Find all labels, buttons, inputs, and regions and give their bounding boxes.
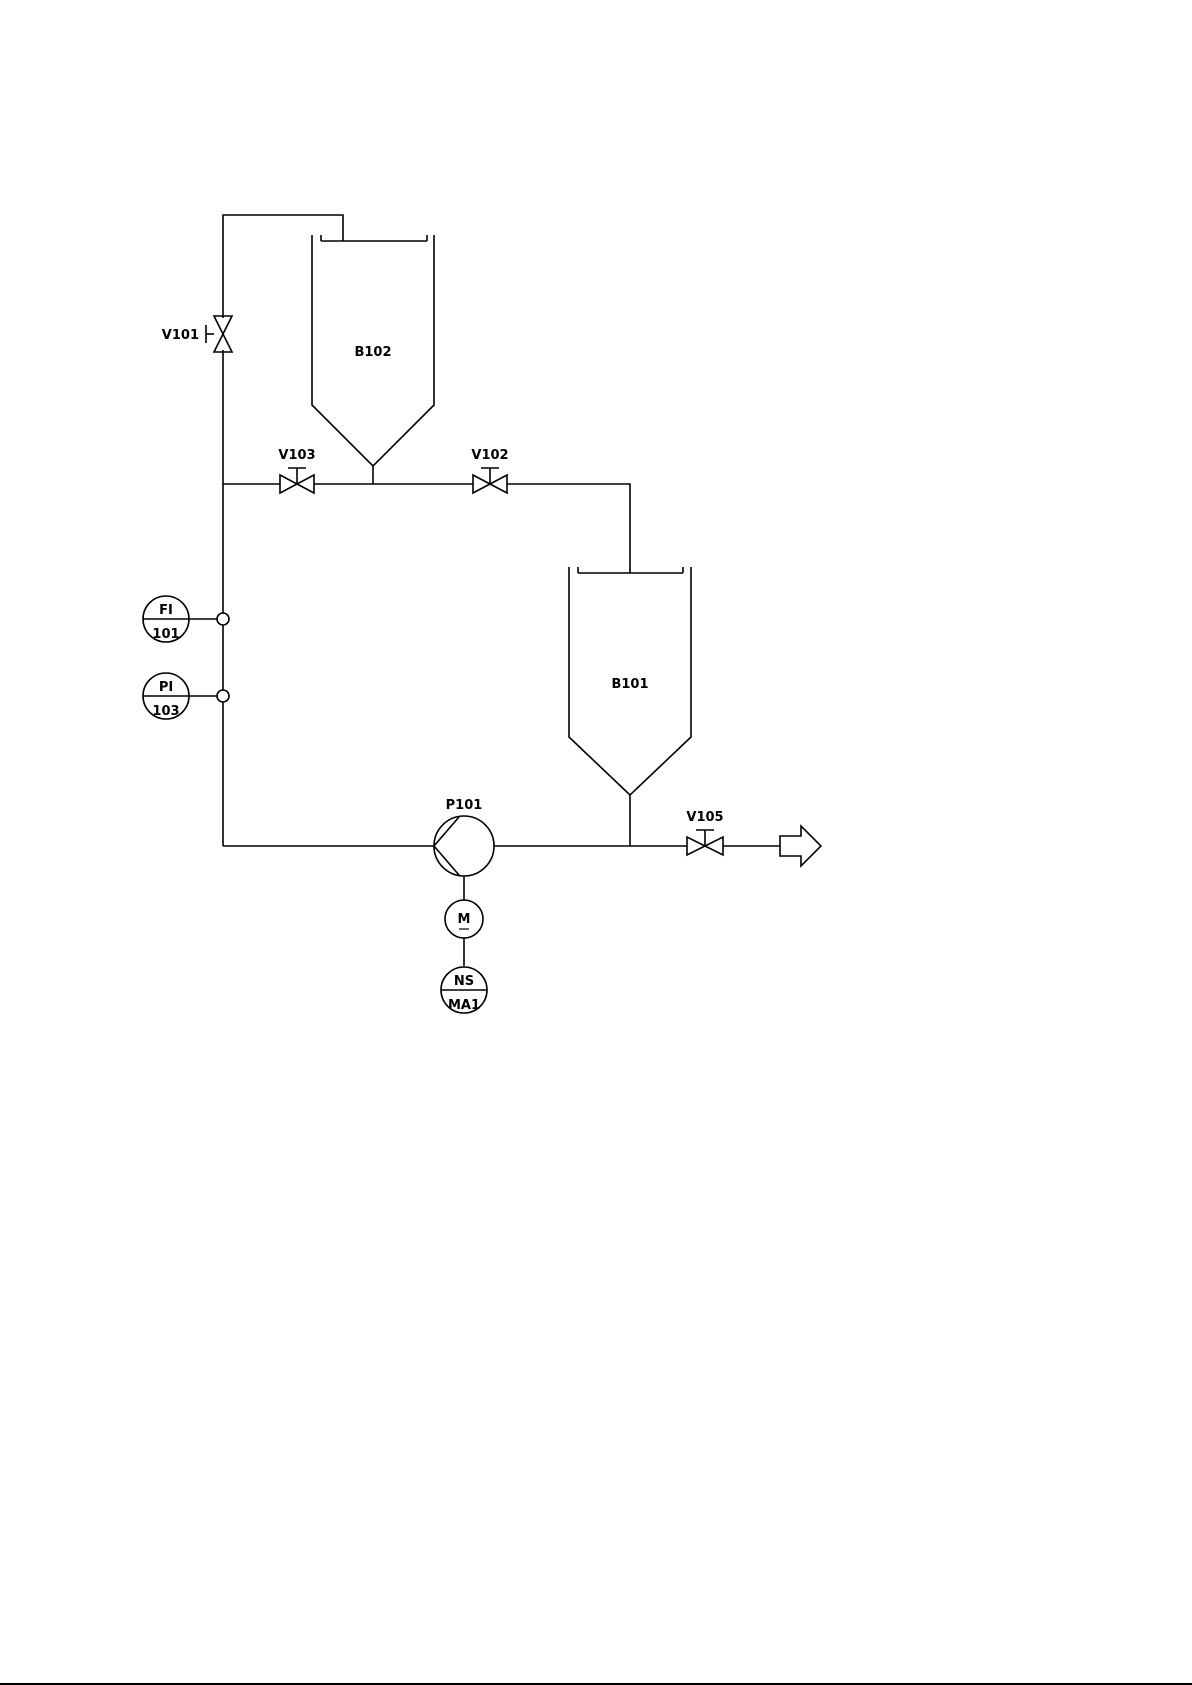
valve-v103-label: V103 [278, 448, 315, 463]
tank-b102-label: B102 [354, 345, 391, 360]
motor-label: M [458, 912, 471, 927]
instrument-ns-top: NS [454, 974, 474, 989]
tank-b101-label: B101 [611, 677, 648, 692]
instrument-pi-top: PI [159, 680, 173, 695]
valve-v102[interactable]: V102 [471, 448, 508, 493]
instrument-ns-bottom: MA1 [448, 998, 480, 1013]
instrument-fi-101[interactable]: FI 101 [143, 596, 229, 642]
valve-v105-label: V105 [686, 810, 723, 825]
tank-b102: B102 [312, 235, 434, 466]
valve-v101[interactable]: V101 [162, 316, 232, 352]
valve-v101-label: V101 [162, 328, 199, 343]
instrument-fi-top: FI [159, 603, 173, 618]
valve-v102-label: V102 [471, 448, 508, 463]
instrument-fi-bottom: 101 [152, 627, 179, 642]
valve-v103[interactable]: V103 [278, 448, 315, 493]
instrument-pi-bottom: 103 [152, 704, 179, 719]
pump-p101-label: P101 [446, 798, 483, 813]
piping [223, 215, 780, 966]
instrument-pi-103[interactable]: PI 103 [143, 673, 229, 719]
instrument-ns-ma1[interactable]: NS MA1 [441, 967, 487, 1013]
motor-icon: M [445, 900, 483, 938]
valve-v105[interactable]: V105 [686, 810, 723, 855]
pump-p101[interactable]: P101 [434, 798, 494, 876]
tank-b101: B101 [569, 567, 691, 795]
outlet-arrow-icon [780, 826, 821, 866]
